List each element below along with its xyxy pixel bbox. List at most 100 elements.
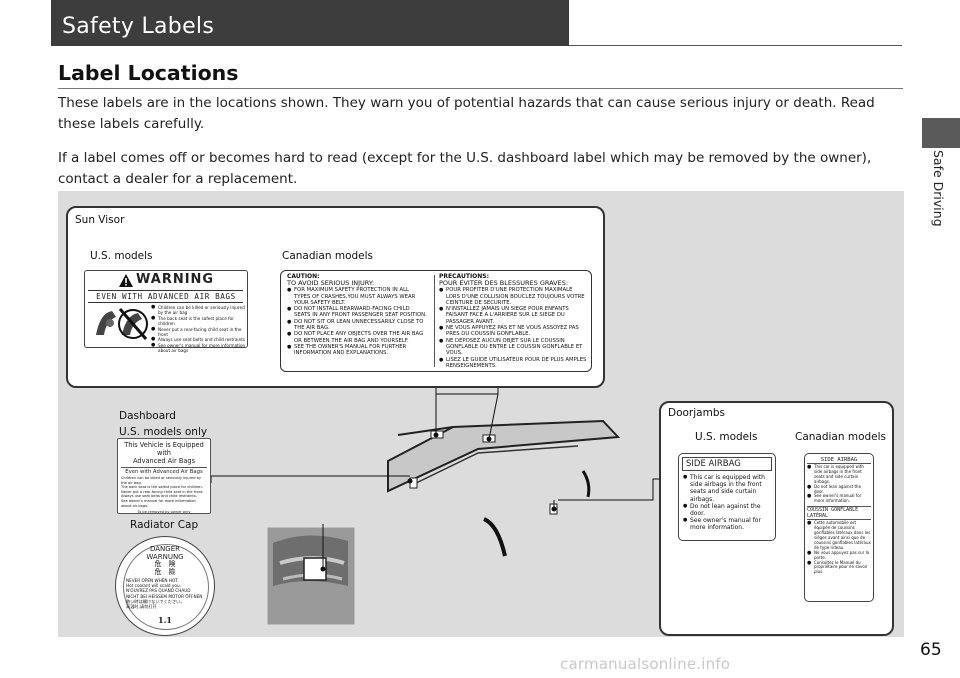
- ca-side-airbag-title: SIDE AIRBAG: [807, 457, 871, 464]
- side-tab-text: Safe Driving: [931, 150, 946, 227]
- dashboard-heading: Dashboard U.S. models only: [119, 408, 207, 440]
- intro-paragraph: These labels are in the locations shown.…: [58, 95, 875, 132]
- radiator-warning-lines: NEVER OPEN WHEN HOT. Hot coolant will sc…: [126, 578, 206, 609]
- precautions-column: PRECAUTIONS: POUR EVITER DES BLESSURES G…: [439, 273, 587, 369]
- radiator-warnung: WARNUNG: [146, 552, 184, 561]
- warning-triangle-icon: [119, 274, 133, 287]
- ca-coussin-bullet: Cette automobile est équipée de coussins…: [807, 520, 871, 550]
- radiator-line: Hot coolant will scald you.: [126, 583, 181, 589]
- watermark: carmanualsonline.info: [560, 655, 731, 673]
- dashboard-label-body: Children can be killed or seriously inju…: [121, 476, 207, 508]
- radiator-cap-heading: Radiator Cap: [130, 519, 199, 531]
- caution-bullet: DO NOT SIT OR LEAN UNNECESSARILY CLOSE T…: [287, 319, 427, 332]
- dashboard-label-footer: To be removed by owner only: [137, 510, 191, 515]
- radiator-warning-heads: DANGER WARNUNG 危 険 危 險: [116, 545, 214, 576]
- dashboard-label-line2: Advanced Air Bags: [133, 457, 195, 465]
- us-side-airbag-bullet: This car is equipped with side airbags i…: [683, 474, 771, 503]
- sun-visor-heading: Sun Visor: [75, 214, 125, 226]
- precautions-bullets: POUR PROFITER D'UNE PROTECTION MAXIMALE …: [439, 287, 587, 369]
- warning-bullet: The back seat is the safest place for ch…: [151, 316, 246, 327]
- doorjambs-panel: Doorjambs U.S. models Canadian models SI…: [659, 401, 894, 636]
- door-pillar-front: [581, 470, 591, 498]
- child-seat-pictogram: [90, 305, 150, 343]
- radiator-cap-label: DANGER WARNUNG 危 険 危 險 NEVER OPEN WHEN H…: [115, 536, 215, 636]
- radiator-kiken-2: 危 險: [154, 567, 176, 576]
- dashboard-body-line: Always use seat belts and child restrain…: [121, 494, 197, 499]
- sun-visor-panel: Sun Visor U.S. models Canadian models WA…: [66, 206, 605, 388]
- caution-subtitle: TO AVOID SERIOUS INJURY:: [287, 279, 375, 288]
- caution-title: CAUTION:: [287, 273, 320, 280]
- precautions-bullet: LISEZ LE GUIDE UTILISATEUR POUR DE PLUS …: [439, 357, 587, 370]
- radiator-danger: DANGER: [149, 545, 180, 553]
- page-title: Safety Labels: [62, 14, 215, 39]
- ca-coussin-title: COUSSIN GONFLABLE LATÉRAL: [807, 506, 871, 521]
- section-rule: [58, 88, 903, 89]
- precautions-title: PRECAUTIONS:: [439, 273, 490, 280]
- dashboard-body-line: See owner's manual for more information …: [121, 498, 196, 508]
- doorjambs-heading: Doorjambs: [668, 407, 725, 419]
- side-tab-label: Safe Driving: [925, 150, 955, 260]
- radiator-line: 高温时,请勿打开: [126, 604, 157, 610]
- dashboard-label-subtitle: Even with Advanced Air Bags: [125, 469, 203, 475]
- caution-bullet: FOR MAXIMUM SAFETY PROTECTION IN ALL TYP…: [287, 287, 427, 306]
- ca-coussin-bullet: Consultez le Manuel du propriétaire pour…: [807, 560, 871, 576]
- page-number: 65: [920, 640, 942, 660]
- radiator-line: 熱い時は開けないでください。: [126, 598, 185, 604]
- dashboard-body-line: Never put a rear-facing child seat in th…: [121, 489, 204, 494]
- caution-bullet: DO NOT PLACE ANY OBJECTS OVER THE AIR BA…: [287, 331, 427, 344]
- warning-bullets: Children can be killed or seriously inju…: [151, 305, 246, 354]
- dashboard-heading-line2: U.S. models only: [119, 426, 208, 438]
- ca-side-airbag-bullet: See owner's manual for more information.: [807, 494, 871, 504]
- warning-bullet: Children can be killed or seriously inju…: [151, 305, 246, 316]
- canadian-side-airbag-label: SIDE AIRBAG This car is equipped with si…: [804, 453, 874, 602]
- precautions-subtitle: POUR EVITER DES BLESSURES GRAVES:: [439, 279, 569, 288]
- ca-coussin-bullets: Cette automobile est équipée de coussins…: [807, 520, 871, 576]
- precautions-bullet: POUR PROFITER D'UNE PROTECTION MAXIMALE …: [439, 287, 587, 306]
- radiator-value: 1.1: [158, 615, 172, 625]
- title-rule: [569, 45, 902, 46]
- ca-side-airbag-bullet: This car is equipped with side airbags i…: [807, 464, 871, 485]
- dashboard-body-line: Children can be killed or seriously inju…: [121, 476, 202, 485]
- caution-column: CAUTION: TO AVOID SERIOUS INJURY: FOR MA…: [287, 273, 427, 357]
- section-title: Label Locations: [58, 61, 239, 85]
- warning-bullet: See owner's manual for more information …: [151, 343, 246, 354]
- radiator-kiken: 危 険: [154, 560, 176, 568]
- ca-side-airbag-bullet: Do not lean against the door.: [807, 484, 871, 495]
- ca-side-airbag-bullets: This car is equipped with side airbags i…: [807, 464, 871, 504]
- us-side-airbag-label: SIDE AIRBAG This car is equipped with si…: [678, 453, 776, 541]
- ca-coussin-bullet: Ne vous appuyez pas sur la porte.: [807, 550, 871, 561]
- radiator-line: NICHT BEI HEISSEM MOTOR ÖFFNEN: [126, 593, 203, 599]
- warning-title: WARNING: [136, 272, 215, 287]
- dashboard-label-title: This Vehicle is Equipped with Advanced A…: [118, 441, 210, 465]
- doorjambs-us-models-label: U.S. models: [695, 431, 758, 443]
- warning-subtitle: EVEN WITH ADVANCED AIR BAGS: [96, 292, 236, 301]
- us-side-airbag-bullets: This car is equipped with side airbags i…: [683, 474, 771, 532]
- warning-bullet: Never put a rear-facing child seat in th…: [151, 327, 246, 338]
- radiator-line: NEVER OPEN WHEN HOT.: [126, 578, 179, 583]
- dashboard-heading-line1: Dashboard: [119, 410, 176, 422]
- us-warning-label: WARNING EVEN WITH ADVANCED AIR BAGS Chil…: [84, 270, 248, 353]
- replacement-paragraph: If a label comes off or becomes hard to …: [58, 150, 872, 187]
- visor-canadian-models-label: Canadian models: [282, 250, 374, 262]
- precautions-bullet: NE DEPOSEZ AUCUN OBJET SUR LE COUSSIN GO…: [439, 338, 587, 357]
- precautions-bullet: NE VOUS APPUYEZ PAS ET NE VOUS ASSOYEZ P…: [439, 325, 587, 338]
- visor-us-models-label: U.S. models: [90, 250, 153, 262]
- side-tab: [922, 118, 960, 148]
- leader-dots: [320, 432, 557, 572]
- doorjambs-canadian-models-label: Canadian models: [795, 431, 887, 443]
- us-side-airbag-bullet: Do not lean against the door.: [683, 503, 771, 517]
- caution-bullet: SEE THE OWNER'S MANUAL FOR FURTHER INFOR…: [287, 344, 427, 357]
- caution-bullet: DO NOT INSTALL REARWARD-FACING CHILD SEA…: [287, 306, 427, 319]
- door-pillar-rear: [483, 517, 507, 557]
- car-illustration: [210, 383, 659, 628]
- title-bar: [51, 0, 569, 46]
- dashboard-label-line1: This Vehicle is Equipped with: [124, 441, 204, 457]
- dashboard-airbag-label: This Vehicle is Equipped with Advanced A…: [117, 438, 211, 514]
- caution-bullets: FOR MAXIMUM SAFETY PROTECTION IN ALL TYP…: [287, 287, 427, 356]
- us-side-airbag-title: SIDE AIRBAG: [682, 457, 772, 471]
- dashboard-body-line: The back seat is the safest place for ch…: [121, 485, 203, 490]
- us-side-airbag-bullet: See owner's manual for more information.: [683, 517, 771, 531]
- canadian-caution-label: CAUTION: TO AVOID SERIOUS INJURY: FOR MA…: [280, 270, 592, 372]
- radiator-line: N'OUVREZ PAS QUAND CHAUD: [126, 588, 191, 594]
- warning-bullet: Always use seat belts and child restrain…: [151, 337, 246, 343]
